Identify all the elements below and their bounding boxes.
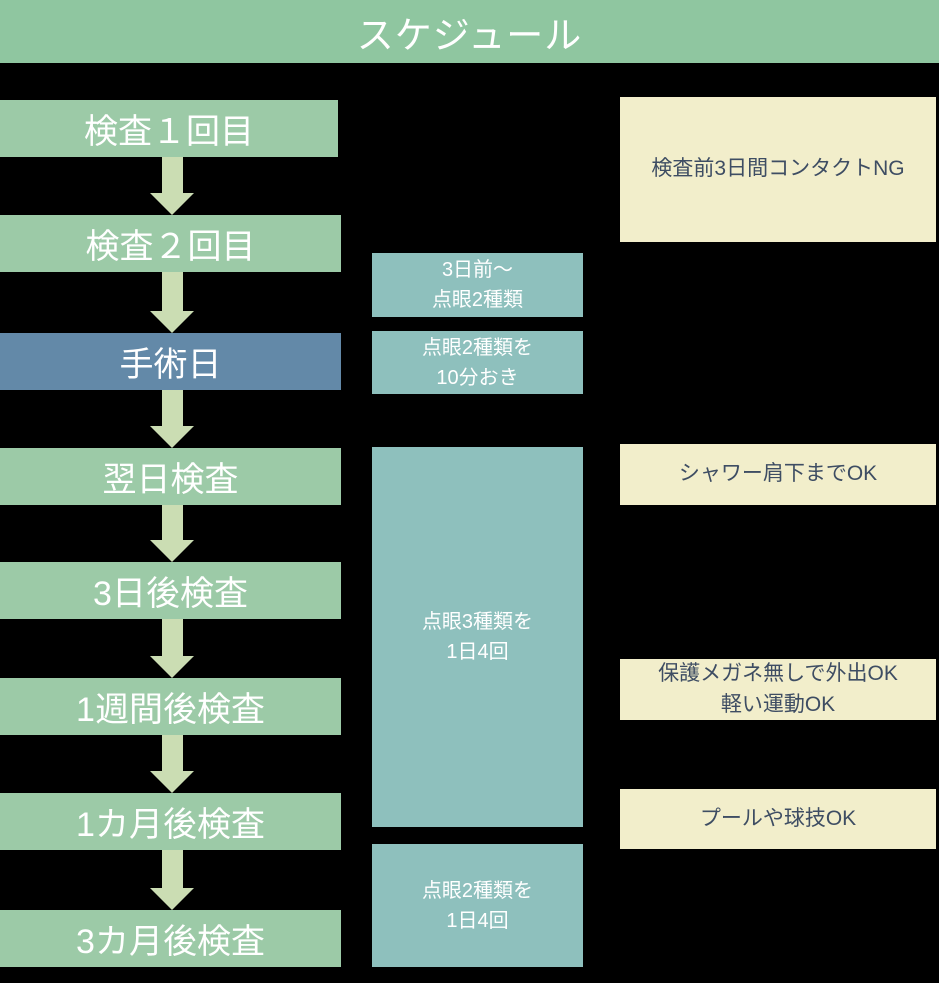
care-note-pool-sports: プールや球技OK xyxy=(620,789,936,849)
flow-step-label: 1カ月後検査 xyxy=(76,806,265,844)
flow-step-nextday-exam: 翌日検査 xyxy=(0,448,341,505)
down-arrow-icon xyxy=(150,619,194,678)
flow-step-3days-exam: 3日後検査 xyxy=(0,562,341,619)
flow-step-label: 手術日 xyxy=(119,346,222,384)
eyedrop-note-line: 点眼2種類を xyxy=(421,879,534,902)
care-note-line: 軽い運動OK xyxy=(720,692,836,716)
title-banner: スケジュール xyxy=(0,0,939,63)
care-note-line: シャワー肩下までOK xyxy=(678,462,878,486)
eyedrop-note-line: 10分おき xyxy=(436,366,519,389)
page-title: スケジュール xyxy=(356,14,583,56)
eyedrop-note-line: 点眼2種類 xyxy=(431,289,524,311)
flow-step-label: 3カ月後検査 xyxy=(76,923,265,961)
eyedrop-note-line: 1日4回 xyxy=(446,641,509,663)
flow-step-1week-exam: 1週間後検査 xyxy=(0,678,341,735)
eyedrop-note-after-month: 点眼2種類を 1日4回 xyxy=(372,844,583,967)
care-note-no-contacts: 検査前3日間コンタクトNG xyxy=(620,97,936,242)
flow-step-1month-exam: 1カ月後検査 xyxy=(0,793,341,850)
eyedrop-note-surgery-day: 点眼2種類を 10分おき xyxy=(372,331,583,394)
flow-step-exam-1: 検査１回目 xyxy=(0,100,338,157)
flow-step-label: 翌日検査 xyxy=(102,461,239,499)
flow-step-3month-exam: 3カ月後検査 xyxy=(0,910,341,967)
care-note-line: 保護メガネ無しで外出OK xyxy=(658,662,898,686)
down-arrow-icon xyxy=(150,850,194,910)
eyedrop-note-line: 3日前～ xyxy=(441,259,514,281)
down-arrow-icon xyxy=(150,505,194,562)
eyedrop-note-before-surgery: 3日前～ 点眼2種類 xyxy=(372,253,583,317)
flow-step-surgery-day: 手術日 xyxy=(0,333,341,390)
flow-step-label: 検査１回目 xyxy=(84,113,254,151)
eyedrop-note-line: 点眼2種類を xyxy=(421,336,534,359)
down-arrow-icon xyxy=(150,272,194,333)
care-note-outing-exercise: 保護メガネ無しで外出OK 軽い運動OK xyxy=(620,659,936,720)
care-note-line: 検査前3日間コンタクトNG xyxy=(651,157,905,181)
flow-step-label: 検査２回目 xyxy=(85,228,256,266)
flow-step-label: 1週間後検査 xyxy=(76,691,265,729)
care-note-shower: シャワー肩下までOK xyxy=(620,444,936,505)
down-arrow-icon xyxy=(150,735,194,793)
down-arrow-icon xyxy=(150,157,194,215)
flow-step-exam-2: 検査２回目 xyxy=(0,215,341,272)
eyedrop-note-line: 点眼3種類を xyxy=(421,611,534,633)
eyedrop-note-line: 1日4回 xyxy=(446,909,509,932)
down-arrow-icon xyxy=(150,390,194,448)
care-note-line: プールや球技OK xyxy=(699,806,857,830)
flow-step-label: 3日後検査 xyxy=(93,575,248,613)
eyedrop-note-first-month: 点眼3種類を 1日4回 xyxy=(372,447,583,827)
